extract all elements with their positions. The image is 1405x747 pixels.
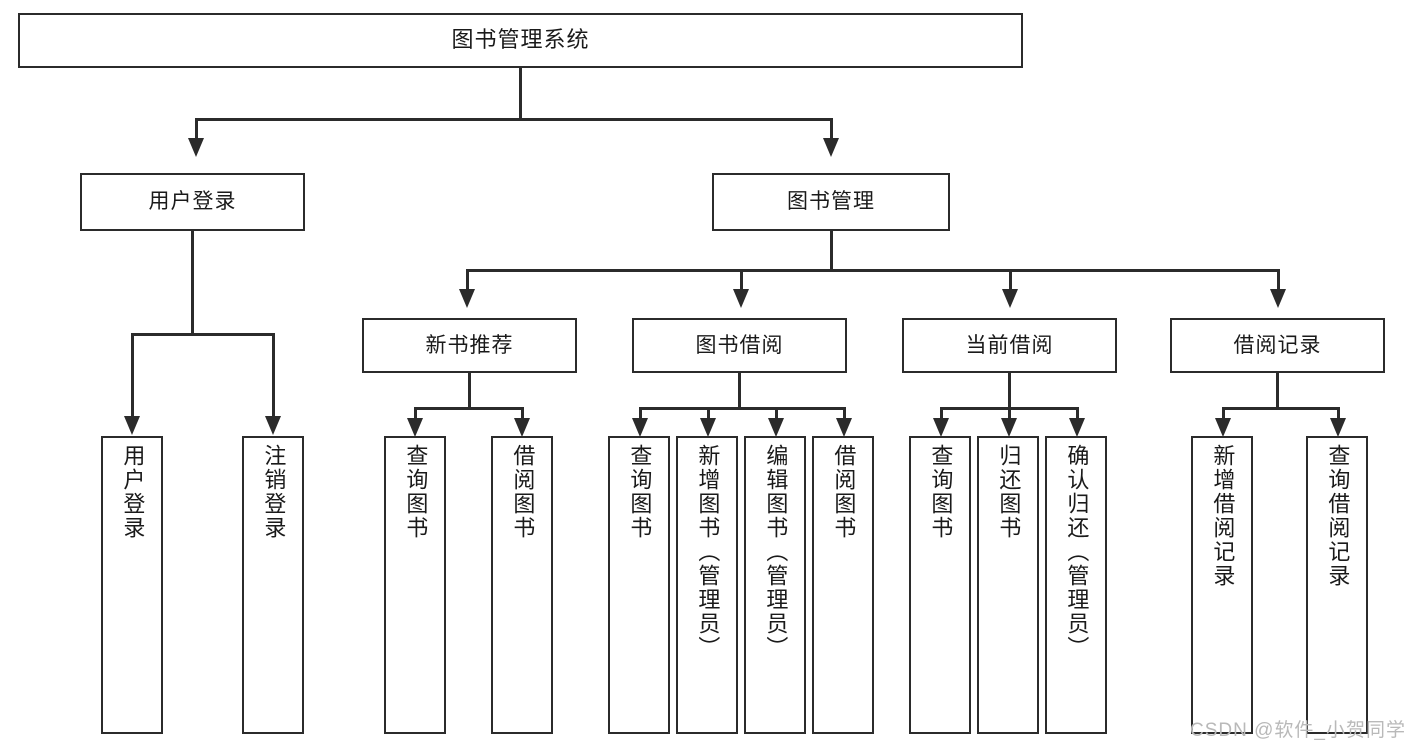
arrow-to-new-book-recommend — [459, 289, 475, 308]
node-label: 新增借阅记录 — [1210, 444, 1236, 588]
connector-nbr-stem — [468, 373, 471, 409]
connector-nbr-bar — [414, 407, 524, 410]
arrow-to-leaf-borrow-book-1 — [514, 418, 530, 437]
arrow-to-leaf-borrow-book-2 — [836, 418, 852, 437]
arrow-to-leaf-query-record — [1330, 418, 1346, 437]
leaf-user-login[interactable]: 用户登录 — [101, 436, 163, 734]
connector-br-drop-2 — [1337, 407, 1340, 420]
node-label: 图书管理 — [787, 190, 875, 214]
connector-book-manage-bar — [466, 269, 1277, 272]
connector-user-login-drop-1 — [131, 333, 134, 418]
connector-bm-drop-4 — [1277, 269, 1280, 291]
connector-bb-bar — [639, 407, 846, 410]
arrow-to-user-login — [188, 138, 204, 157]
node-current-borrow[interactable]: 当前借阅 — [902, 318, 1117, 373]
connector-cb-drop-3 — [1076, 407, 1079, 420]
arrow-to-book-manage — [823, 138, 839, 157]
connector-root-drop-left — [195, 118, 198, 140]
arrow-to-leaf-add-book — [700, 418, 716, 437]
leaf-query-book-1[interactable]: 查询图书 — [384, 436, 446, 734]
leaf-query-book-3[interactable]: 查询图书 — [909, 436, 971, 734]
node-label: 图书借阅 — [695, 333, 784, 357]
node-label: 归还图书 — [996, 444, 1022, 540]
node-label: 查询借阅记录 — [1325, 444, 1351, 588]
connector-user-login-bar — [131, 333, 275, 336]
leaf-borrow-book-2[interactable]: 借阅图书 — [812, 436, 874, 734]
connector-cb-drop-2 — [1008, 407, 1011, 420]
connector-cb-stem — [1008, 373, 1011, 409]
connector-bb-drop-2 — [707, 407, 710, 420]
leaf-confirm-return[interactable]: 确认归还（管理员） — [1045, 436, 1107, 734]
node-label: 借阅记录 — [1233, 333, 1322, 357]
arrow-to-leaf-user-login — [124, 416, 140, 435]
node-root-system[interactable]: 图书管理系统 — [18, 13, 1023, 68]
connector-root-bar — [195, 118, 833, 121]
connector-cb-drop-1 — [940, 407, 943, 420]
node-label: 新书推荐 — [425, 333, 514, 357]
connector-br-bar — [1222, 407, 1340, 410]
node-book-borrow[interactable]: 图书借阅 — [632, 318, 847, 373]
node-label: 确认归还（管理员） — [1064, 444, 1090, 660]
connector-bm-drop-3 — [1009, 269, 1012, 291]
leaf-add-record[interactable]: 新增借阅记录 — [1191, 436, 1253, 734]
connector-br-drop-1 — [1222, 407, 1225, 420]
connector-bm-drop-2 — [740, 269, 743, 291]
arrow-to-leaf-add-record — [1215, 418, 1231, 437]
arrow-to-leaf-query-book-2 — [632, 418, 648, 437]
leaf-borrow-book-1[interactable]: 借阅图书 — [491, 436, 553, 734]
arrow-to-current-borrow — [1002, 289, 1018, 308]
node-label: 借阅图书 — [510, 444, 536, 540]
node-label: 用户登录 — [120, 444, 146, 540]
arrow-to-leaf-confirm-return — [1069, 418, 1085, 437]
node-label: 编辑图书（管理员） — [763, 444, 789, 660]
arrow-to-book-borrow — [733, 289, 749, 308]
node-label: 查询图书 — [403, 444, 429, 540]
connector-nbr-drop-2 — [521, 407, 524, 420]
arrow-to-borrow-record — [1270, 289, 1286, 308]
leaf-logout[interactable]: 注销登录 — [242, 436, 304, 734]
connector-bm-drop-1 — [466, 269, 469, 291]
arrow-to-leaf-query-book-3 — [933, 418, 949, 437]
node-label: 查询图书 — [627, 444, 653, 540]
connector-book-manage-stem — [830, 231, 833, 271]
node-book-manage[interactable]: 图书管理 — [712, 173, 950, 231]
connector-bb-drop-4 — [843, 407, 846, 420]
connector-root-drop-right — [830, 118, 833, 140]
leaf-query-record[interactable]: 查询借阅记录 — [1306, 436, 1368, 734]
leaf-return-book[interactable]: 归还图书 — [977, 436, 1039, 734]
leaf-add-book[interactable]: 新增图书（管理员） — [676, 436, 738, 734]
arrow-to-leaf-return-book — [1001, 418, 1017, 437]
arrow-to-leaf-logout — [265, 416, 281, 435]
connector-nbr-drop-1 — [414, 407, 417, 420]
node-borrow-record[interactable]: 借阅记录 — [1170, 318, 1385, 373]
node-label: 图书管理系统 — [451, 27, 590, 53]
node-label: 注销登录 — [261, 444, 287, 540]
node-label: 当前借阅 — [965, 333, 1054, 357]
connector-user-login-stem — [191, 231, 194, 335]
connector-bb-drop-1 — [639, 407, 642, 420]
leaf-query-book-2[interactable]: 查询图书 — [608, 436, 670, 734]
node-new-book-recommend[interactable]: 新书推荐 — [362, 318, 577, 373]
arrow-to-leaf-query-book-1 — [407, 418, 423, 437]
node-label: 新增图书（管理员） — [695, 444, 721, 660]
connector-bb-stem — [738, 373, 741, 409]
connector-root-stem — [519, 68, 522, 120]
node-user-login[interactable]: 用户登录 — [80, 173, 305, 231]
arrow-to-leaf-edit-book — [768, 418, 784, 437]
connector-br-stem — [1276, 373, 1279, 409]
node-label: 借阅图书 — [831, 444, 857, 540]
connector-user-login-drop-2 — [272, 333, 275, 418]
leaf-edit-book[interactable]: 编辑图书（管理员） — [744, 436, 806, 734]
connector-bb-drop-3 — [775, 407, 778, 420]
node-label: 用户登录 — [148, 190, 237, 214]
node-label: 查询图书 — [928, 444, 954, 540]
